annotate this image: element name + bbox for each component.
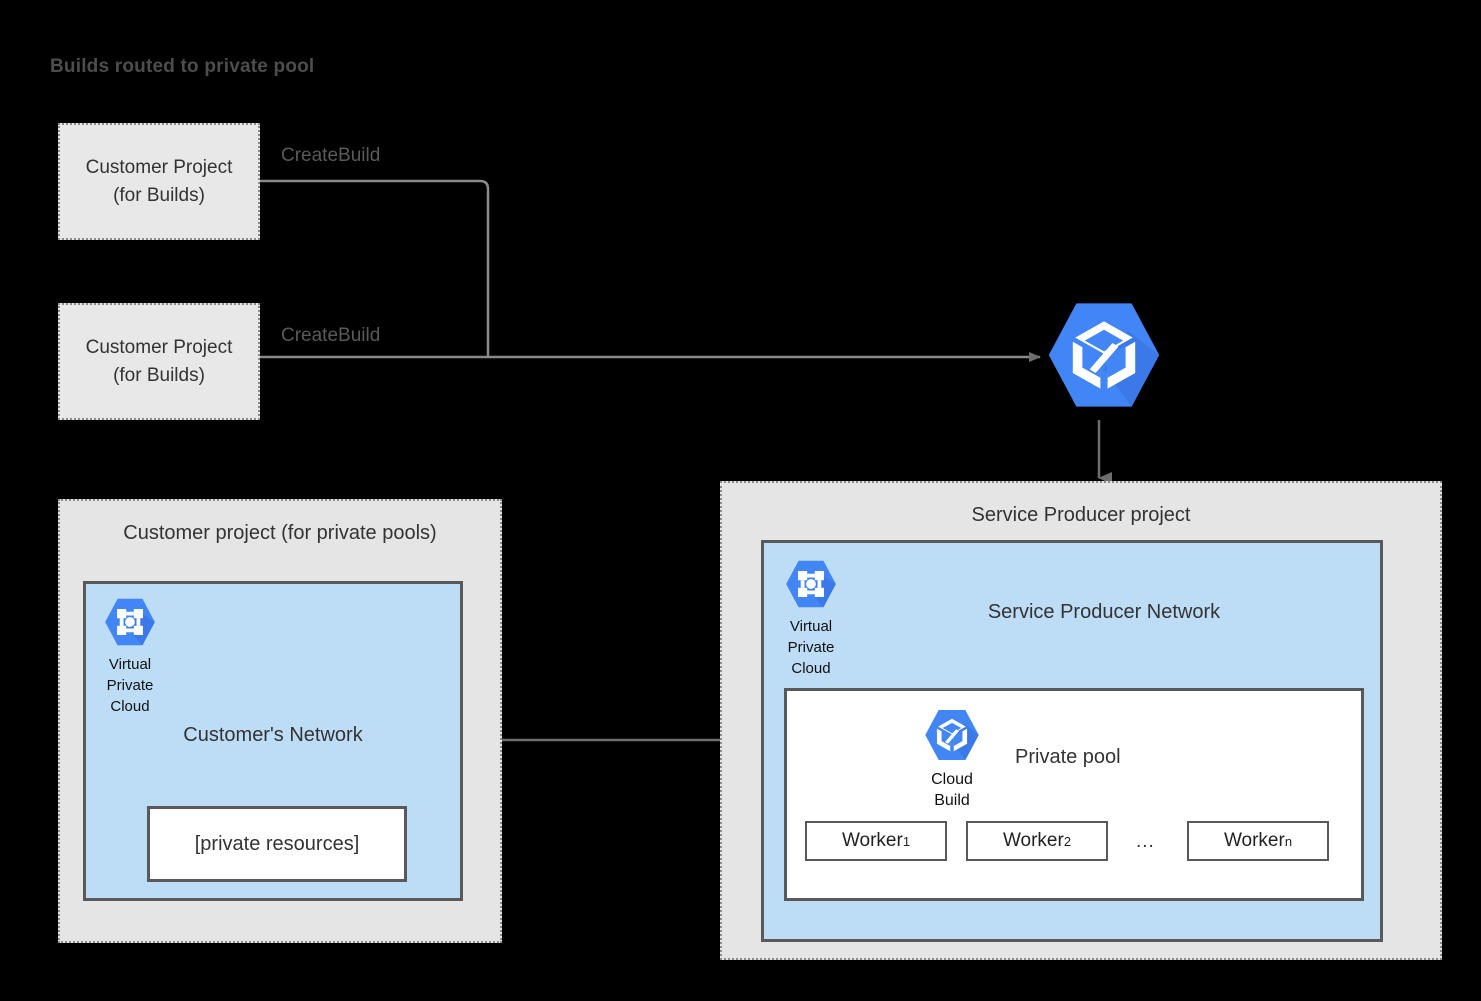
- createbuild-edge-label-2: CreateBuild: [281, 325, 381, 346]
- worker-label: Worker: [1002, 830, 1064, 851]
- worker-label: Worker: [841, 830, 903, 851]
- vpc-caption-line2: Private: [106, 677, 154, 694]
- customer-private-pools-title: Customer project (for private pools): [123, 522, 437, 544]
- service-producer-panel: Service Producer project: [720, 481, 1442, 960]
- private-pool-label: Private pool: [1015, 746, 1121, 768]
- cloud-build-icon: [923, 706, 981, 769]
- customer-build-project-line1: Customer Project: [85, 156, 233, 178]
- cloud-build-badge: Cloud Build: [917, 706, 987, 811]
- virtual-private-cloud-icon: [784, 557, 838, 616]
- cloud-build-caption-line1: Cloud: [931, 771, 973, 788]
- createbuild-edge-label-1: CreateBuild: [281, 145, 381, 166]
- worker-subscript: n: [1284, 833, 1293, 849]
- customers-network-label: Customer's Network: [183, 724, 363, 746]
- virtual-private-cloud-icon: [103, 595, 157, 654]
- customer-build-project-line1: Customer Project: [85, 336, 233, 358]
- customer-private-pools-panel: Customer project (for private pools): [58, 499, 502, 943]
- worker-ellipsis: ...: [1136, 831, 1155, 852]
- customers-network-box: Virtual Private Cloud Customer's Network…: [83, 581, 463, 901]
- cloud-build-icon: [1044, 295, 1164, 415]
- worker-subscript: 2: [1063, 833, 1072, 849]
- service-producer-title: Service Producer project: [971, 504, 1191, 526]
- private-resources-label: [private resources]: [194, 832, 360, 855]
- vpc-caption-line3: Cloud: [791, 660, 831, 677]
- worker-subscript: 1: [902, 833, 911, 849]
- customer-build-project-box-2[interactable]: Customer Project (for Builds): [58, 303, 260, 420]
- vpc-badge-producer: Virtual Private Cloud: [779, 557, 843, 679]
- service-producer-network-box: Virtual Private Cloud Service Producer N…: [761, 540, 1383, 942]
- vpc-caption-line3: Cloud: [110, 698, 150, 715]
- service-producer-network-label: Service Producer Network: [987, 601, 1221, 623]
- private-resources-box[interactable]: [private resources]: [147, 806, 407, 882]
- diagram-title: Builds routed to private pool: [50, 56, 315, 77]
- vpc-caption-line2: Private: [787, 639, 835, 656]
- customer-build-project-line2: (for Builds): [113, 184, 205, 206]
- customer-build-project-box-1[interactable]: Customer Project (for Builds): [58, 123, 260, 240]
- vpc-badge-customer: Virtual Private Cloud: [98, 595, 162, 717]
- vpc-caption-line1: Virtual: [789, 618, 833, 635]
- worker-label: Worker: [1223, 830, 1285, 851]
- vpc-caption-line1: Virtual: [108, 656, 152, 673]
- customer-build-project-line2: (for Builds): [113, 364, 205, 386]
- cloud-build-caption-line2: Build: [934, 792, 970, 809]
